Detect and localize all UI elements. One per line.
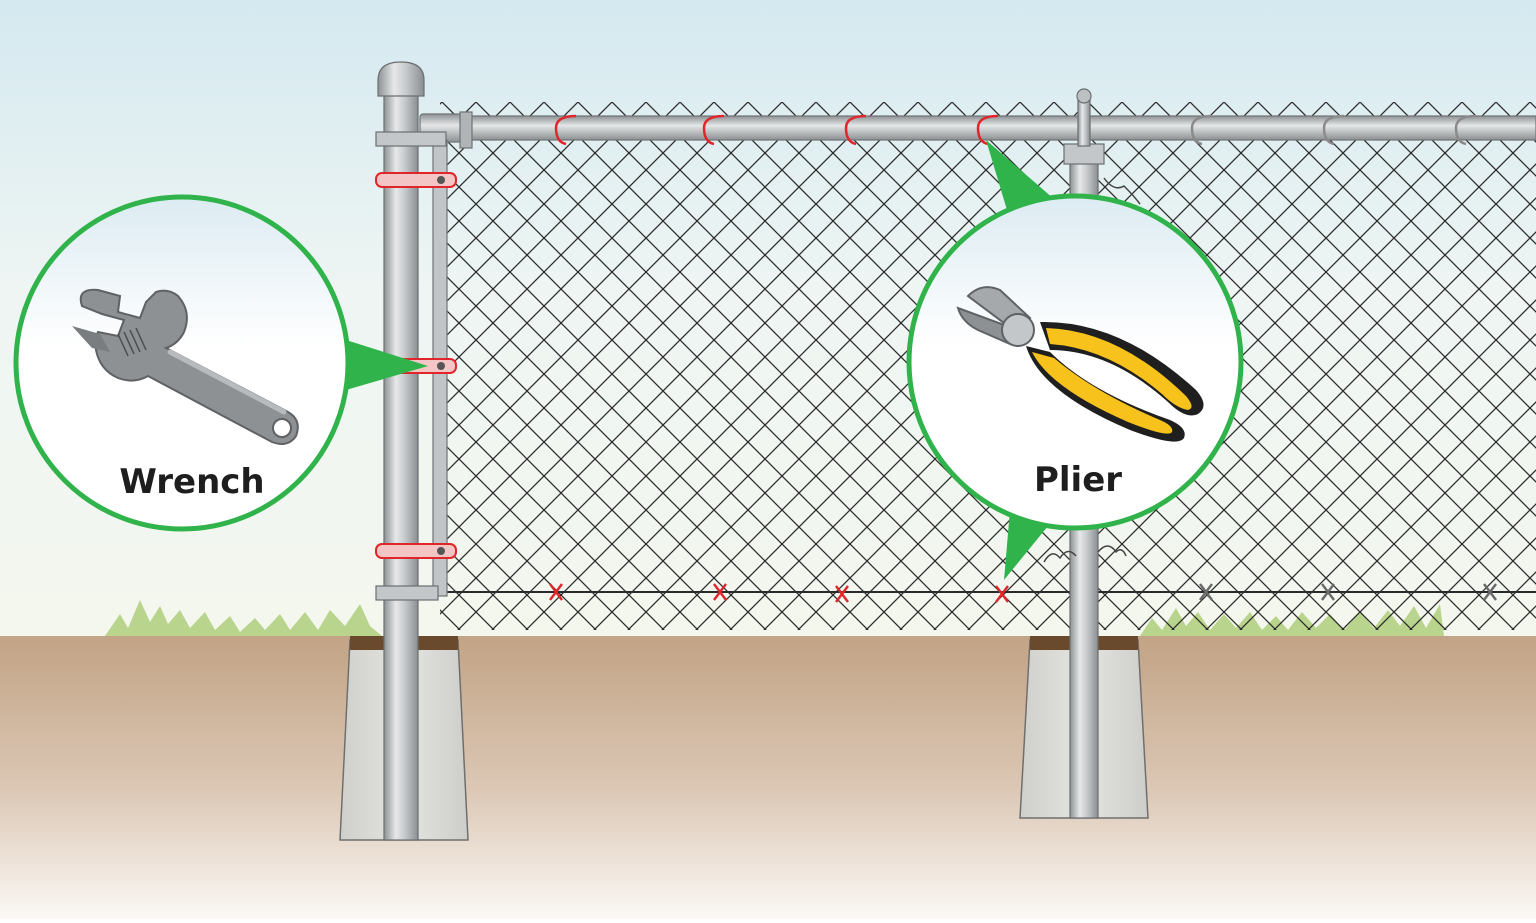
plier-pointer-bottom: [1004, 510, 1048, 580]
ground: [0, 636, 1536, 919]
wrench-label: Wrench: [119, 462, 264, 502]
wrench-pointer: [346, 340, 428, 390]
rail-tie-grey: [1322, 114, 1345, 146]
rail-ties: [554, 114, 1477, 146]
post-dome-cap: [377, 61, 425, 97]
brace-band-bottom: [375, 585, 439, 601]
rail-end-band: [459, 111, 473, 149]
line-post-knob: [1076, 88, 1092, 104]
line-post-top-pin: [1077, 99, 1091, 147]
rail-tie-red: [976, 114, 999, 146]
rail-tie-red: [702, 114, 725, 146]
wire-ties: [549, 583, 1497, 603]
wrench-callout: Wrench: [13, 194, 351, 532]
rail-tie-grey: [1190, 114, 1213, 146]
grass-left: [105, 600, 382, 636]
post-wire-tie: [1043, 545, 1127, 563]
plier-callout: Plier: [906, 193, 1244, 531]
wrench-icon: [72, 288, 299, 445]
rail-tie-red: [554, 114, 577, 146]
plier-icon: [956, 286, 1204, 442]
terminal-post: [383, 89, 419, 841]
brace-band-top: [375, 131, 447, 147]
line-post-cap: [1063, 143, 1105, 165]
post-wire-tie: [1103, 177, 1141, 205]
top-rail: [439, 115, 1536, 141]
rail-tie-red: [844, 114, 867, 146]
tension-band: [375, 172, 457, 188]
rail-tie-grey: [1454, 114, 1477, 146]
plier-label: Plier: [1034, 460, 1122, 500]
tension-band: [375, 543, 457, 559]
